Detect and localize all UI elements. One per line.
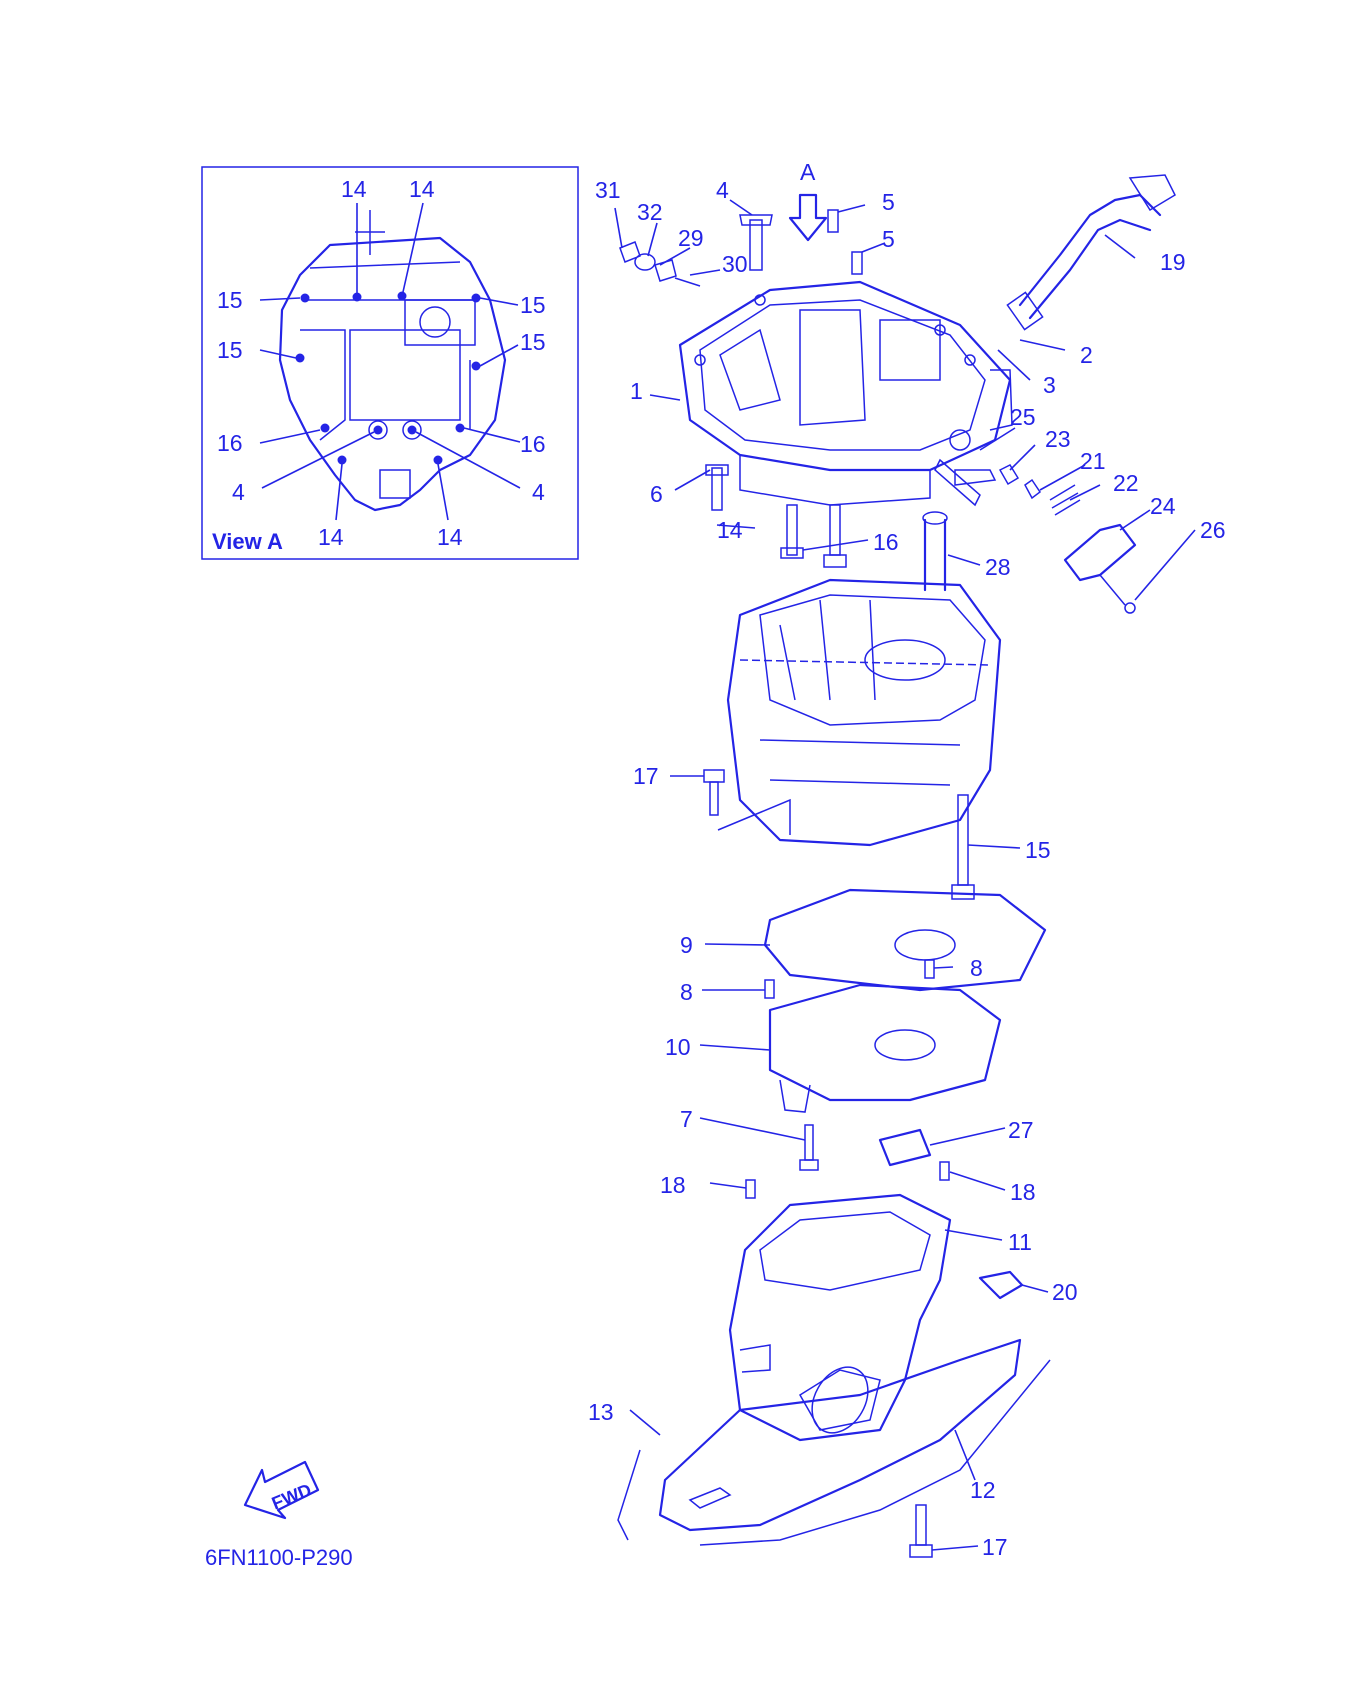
callout-11: 11 [1008,1229,1032,1255]
view-arrow-label: A [800,159,816,185]
callout-10: 10 [665,1034,691,1060]
inset-callout-4b: 4 [532,479,545,505]
callout-leaders [614,199,1196,1551]
upper-casing-part-1 [678,280,1013,506]
callout-9: 9 [680,932,693,958]
plate-part-10 [768,983,1002,1113]
linkage-parts [934,458,1137,614]
inset-callout-14d: 14 [437,524,463,550]
callout-29: 29 [678,225,704,251]
bolt-15-long [951,794,975,900]
lower-casing-part-11 [728,1193,952,1442]
callout-18a: 18 [660,1172,686,1198]
callout-2: 2 [1080,342,1093,368]
callout-28: 28 [985,554,1011,580]
fwd-label: FWD [269,1480,314,1514]
callout-19: 19 [1160,249,1186,275]
inset-callout-15a: 15 [217,287,243,313]
callout-18b: 18 [1010,1179,1036,1205]
bolt-17-bottom [909,1504,933,1558]
callout-15: 15 [1025,837,1051,863]
upper-fasteners [705,464,847,568]
callout-27: 27 [1008,1117,1034,1143]
hose-part-28 [922,511,948,592]
callout-26: 26 [1200,517,1226,543]
inset-callout-16b: 16 [520,431,546,457]
top-hardware [619,209,863,287]
pipe-part-19 [1006,174,1176,331]
callout-23: 23 [1045,426,1071,452]
inset-callout-4a: 4 [232,479,245,505]
callout-7: 7 [680,1106,693,1132]
inset-callout-15b: 15 [520,292,546,318]
diagram-code: 6FN1100-P290 [205,1545,353,1570]
inset-callout-14c: 14 [318,524,344,550]
callout-30: 30 [722,251,748,277]
callout-13: 13 [588,1399,614,1425]
callout-14: 14 [717,517,743,543]
callout-6: 6 [650,481,663,507]
inset-callout-15d: 15 [520,329,546,355]
view-arrow: A [788,159,828,242]
callout-5a: 5 [882,189,895,215]
callout-3: 3 [1043,372,1056,398]
inset-callout-14a: 14 [341,176,367,202]
callout-24: 24 [1150,493,1176,519]
callout-22: 22 [1113,470,1139,496]
bolt-17-mid [703,769,725,816]
inset-callout-15c: 15 [217,337,243,363]
fwd-arrow-icon: FWD [243,1460,320,1520]
bolt-7 [799,1124,819,1171]
callout-25: 25 [1010,404,1036,430]
callout-32: 32 [637,199,663,225]
anti-cavitation-plate-part-12 [617,1338,1051,1546]
seal-part-27 [878,1128,932,1167]
pin-8a [924,959,935,979]
anode-part-20 [978,1270,1024,1300]
callout-8b: 8 [680,979,693,1005]
callout-labels: 31 32 29 30 4 5 5 19 2 3 1 25 23 21 22 2… [588,177,1226,1560]
inset-callout-16a: 16 [217,430,243,456]
pin-18a [745,1179,756,1199]
callout-5b: 5 [882,226,895,252]
callout-20: 20 [1052,1279,1078,1305]
inset-callout-14b: 14 [409,176,435,202]
middle-housing [717,578,1002,847]
gasket-part-9 [763,888,1047,992]
inset-title: View A [212,529,283,554]
callout-8a: 8 [970,955,983,981]
callout-4: 4 [716,177,729,203]
callout-16: 16 [873,529,899,555]
callout-1: 1 [630,378,643,404]
callout-31: 31 [595,177,621,203]
callout-17-bottom: 17 [982,1534,1008,1560]
callout-17-mid: 17 [633,763,659,789]
callout-21: 21 [1080,448,1106,474]
view-a-inset: 14 14 15 15 15 15 16 16 4 4 14 14 View A [201,166,579,560]
pin-18b [939,1161,950,1181]
pin-8b [764,979,775,999]
callout-12: 12 [970,1477,996,1503]
